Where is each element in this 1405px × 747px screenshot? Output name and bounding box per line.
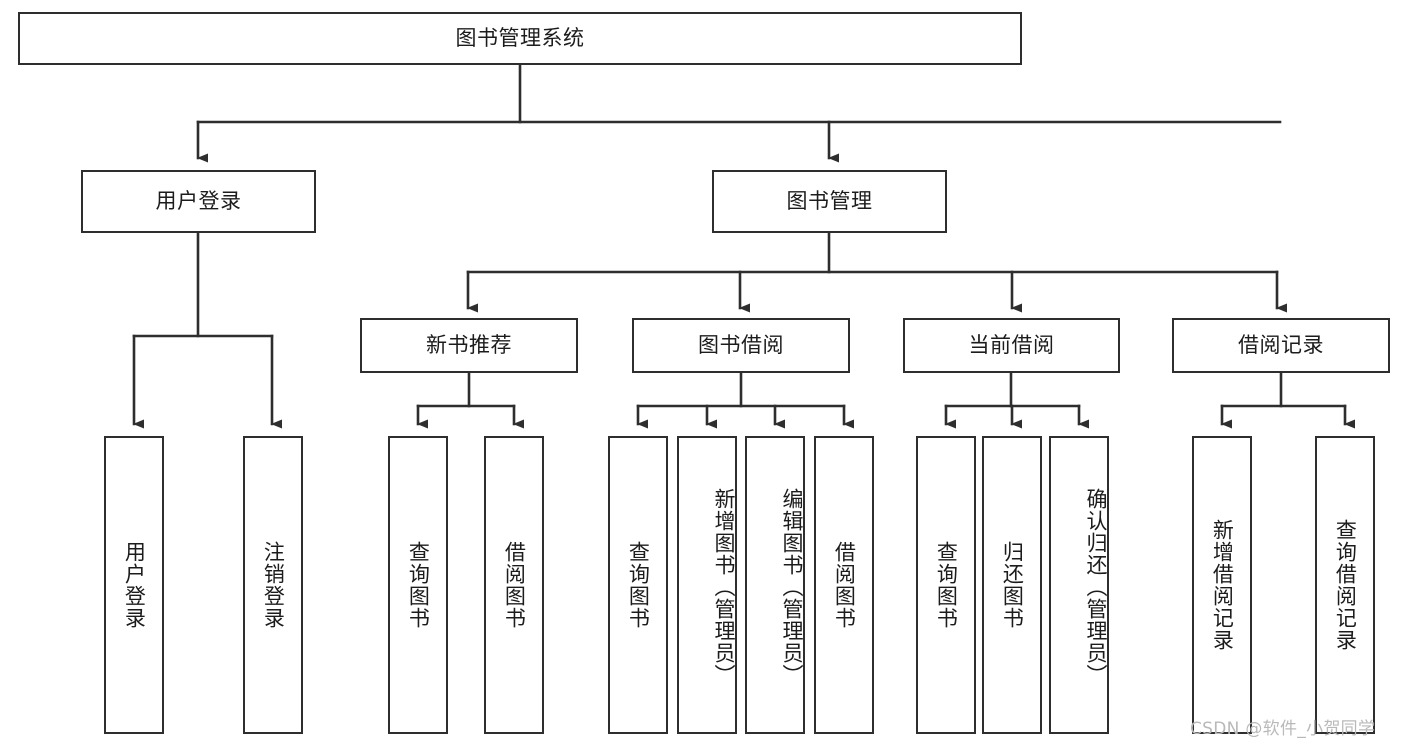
leaf-book-borrow-query-books[interactable]: 查询图书 [608, 436, 668, 734]
leaf-book-borrow-edit-book-admin[interactable]: 编辑图书（管理员） [745, 436, 805, 734]
node-new-book-recommendation[interactable]: 新书推荐 [360, 318, 578, 373]
leaf-new-book-query-books[interactable]: 查询图书 [388, 436, 448, 734]
leaf-book-borrow-borrow-books[interactable]: 借阅图书 [814, 436, 874, 734]
leaf-user-login-login[interactable]: 用户登录 [104, 436, 164, 734]
leaf-current-borrow-query-books[interactable]: 查询图书 [916, 436, 976, 734]
node-borrowing-record[interactable]: 借阅记录 [1172, 318, 1390, 373]
node-current-borrowing[interactable]: 当前借阅 [903, 318, 1120, 373]
leaf-new-book-borrow-books[interactable]: 借阅图书 [484, 436, 544, 734]
leaf-current-borrow-return-books[interactable]: 归还图书 [982, 436, 1042, 734]
leaf-borrow-record-add-record[interactable]: 新增借阅记录 [1192, 436, 1252, 734]
node-book-management[interactable]: 图书管理 [712, 170, 947, 233]
leaf-user-login-logout[interactable]: 注销登录 [243, 436, 303, 734]
leaf-book-borrow-add-book-admin[interactable]: 新增图书（管理员） [677, 436, 737, 734]
leaf-current-borrow-confirm-return-admin[interactable]: 确认归还（管理员） [1049, 436, 1109, 734]
leaf-borrow-record-query-record[interactable]: 查询借阅记录 [1315, 436, 1375, 734]
node-book-borrowing[interactable]: 图书借阅 [632, 318, 850, 373]
node-user-login[interactable]: 用户登录 [81, 170, 316, 233]
csdn-watermark: CSDN @软件_小贺同学 [1190, 719, 1376, 739]
node-root-book-management-system[interactable]: 图书管理系统 [18, 12, 1022, 65]
